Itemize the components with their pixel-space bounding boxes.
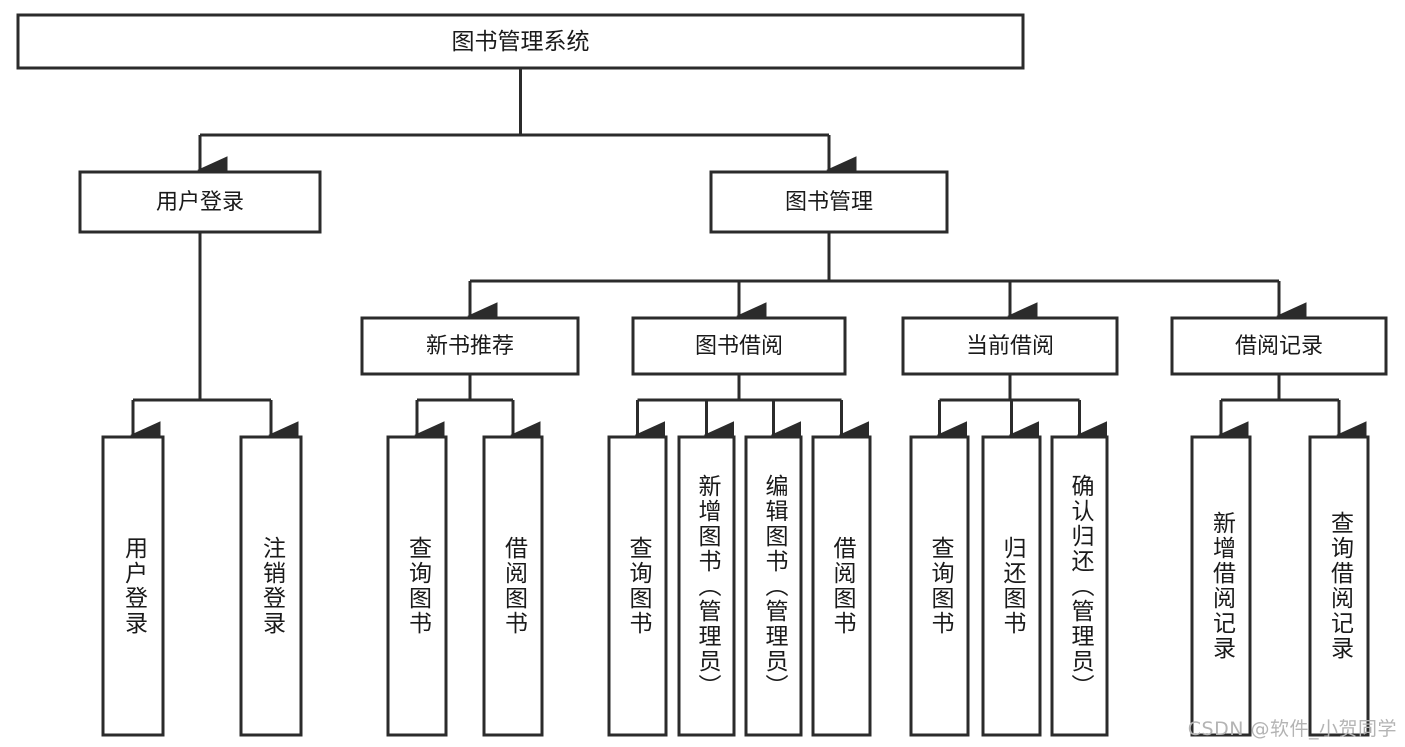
node-leaf-add-borrow-record[interactable] [1190, 435, 1252, 737]
connectors-layer [130, 68, 1367, 449]
node-box-leaf-query-borrow-record[interactable] [1308, 435, 1370, 737]
node-label-book-management: 图书管理 [785, 190, 873, 215]
node-label-root: 图书管理系统 [452, 29, 590, 55]
node-box-leaf-query-book-current[interactable] [909, 435, 970, 737]
watermark-text: CSDN @软件_小贺同学 [1187, 718, 1397, 740]
node-box-borrow-record[interactable] [1170, 316, 1388, 376]
node-label-user-login: 用户登录 [156, 190, 244, 215]
node-leaf-query-book-recommend[interactable] [386, 435, 448, 737]
node-box-current-borrow[interactable] [901, 316, 1119, 376]
node-current-borrow[interactable]: 当前借阅 [901, 316, 1119, 376]
node-box-leaf-return-book[interactable] [981, 435, 1042, 737]
node-label-new-book-recommend: 新书推荐 [426, 334, 514, 359]
node-box-book-borrow[interactable] [631, 316, 847, 376]
node-box-user-login[interactable] [78, 170, 322, 234]
node-leaf-borrow-book-recommend[interactable] [482, 435, 544, 737]
node-box-root[interactable] [16, 13, 1025, 70]
node-leaf-add-book[interactable] [677, 435, 736, 737]
node-leaf-confirm-return[interactable] [1050, 435, 1109, 737]
node-box-leaf-borrow-book-recommend[interactable] [482, 435, 544, 737]
node-box-leaf-add-book[interactable] [677, 435, 736, 737]
node-leaf-return-book[interactable] [981, 435, 1042, 737]
node-leaf-borrow-book[interactable] [811, 435, 872, 737]
node-label-book-borrow: 图书借阅 [695, 334, 783, 359]
node-box-leaf-logout[interactable] [239, 435, 303, 737]
node-label-current-borrow: 当前借阅 [966, 334, 1054, 359]
node-leaf-query-borrow-record[interactable] [1308, 435, 1370, 737]
node-book-borrow[interactable]: 图书借阅 [631, 316, 847, 376]
node-box-leaf-user-login[interactable] [101, 435, 165, 737]
node-root[interactable]: 图书管理系统 [16, 13, 1025, 70]
node-book-management[interactable]: 图书管理 [709, 170, 949, 234]
node-leaf-edit-book[interactable] [744, 435, 803, 737]
node-label-borrow-record: 借阅记录 [1235, 334, 1323, 359]
node-box-leaf-confirm-return[interactable] [1050, 435, 1109, 737]
node-leaf-query-book-current[interactable] [909, 435, 970, 737]
node-leaf-logout[interactable] [239, 435, 303, 737]
node-leaf-user-login[interactable] [101, 435, 165, 737]
node-box-new-book-recommend[interactable] [360, 316, 580, 376]
node-box-leaf-borrow-book[interactable] [811, 435, 872, 737]
node-new-book-recommend[interactable]: 新书推荐 [360, 316, 580, 376]
node-box-book-management[interactable] [709, 170, 949, 234]
node-box-leaf-query-book-borrow[interactable] [607, 435, 668, 737]
node-borrow-record[interactable]: 借阅记录 [1170, 316, 1388, 376]
node-box-leaf-edit-book[interactable] [744, 435, 803, 737]
node-box-leaf-add-borrow-record[interactable] [1190, 435, 1252, 737]
node-box-leaf-query-book-recommend[interactable] [386, 435, 448, 737]
node-leaf-query-book-borrow[interactable] [607, 435, 668, 737]
node-user-login[interactable]: 用户登录 [78, 170, 322, 234]
